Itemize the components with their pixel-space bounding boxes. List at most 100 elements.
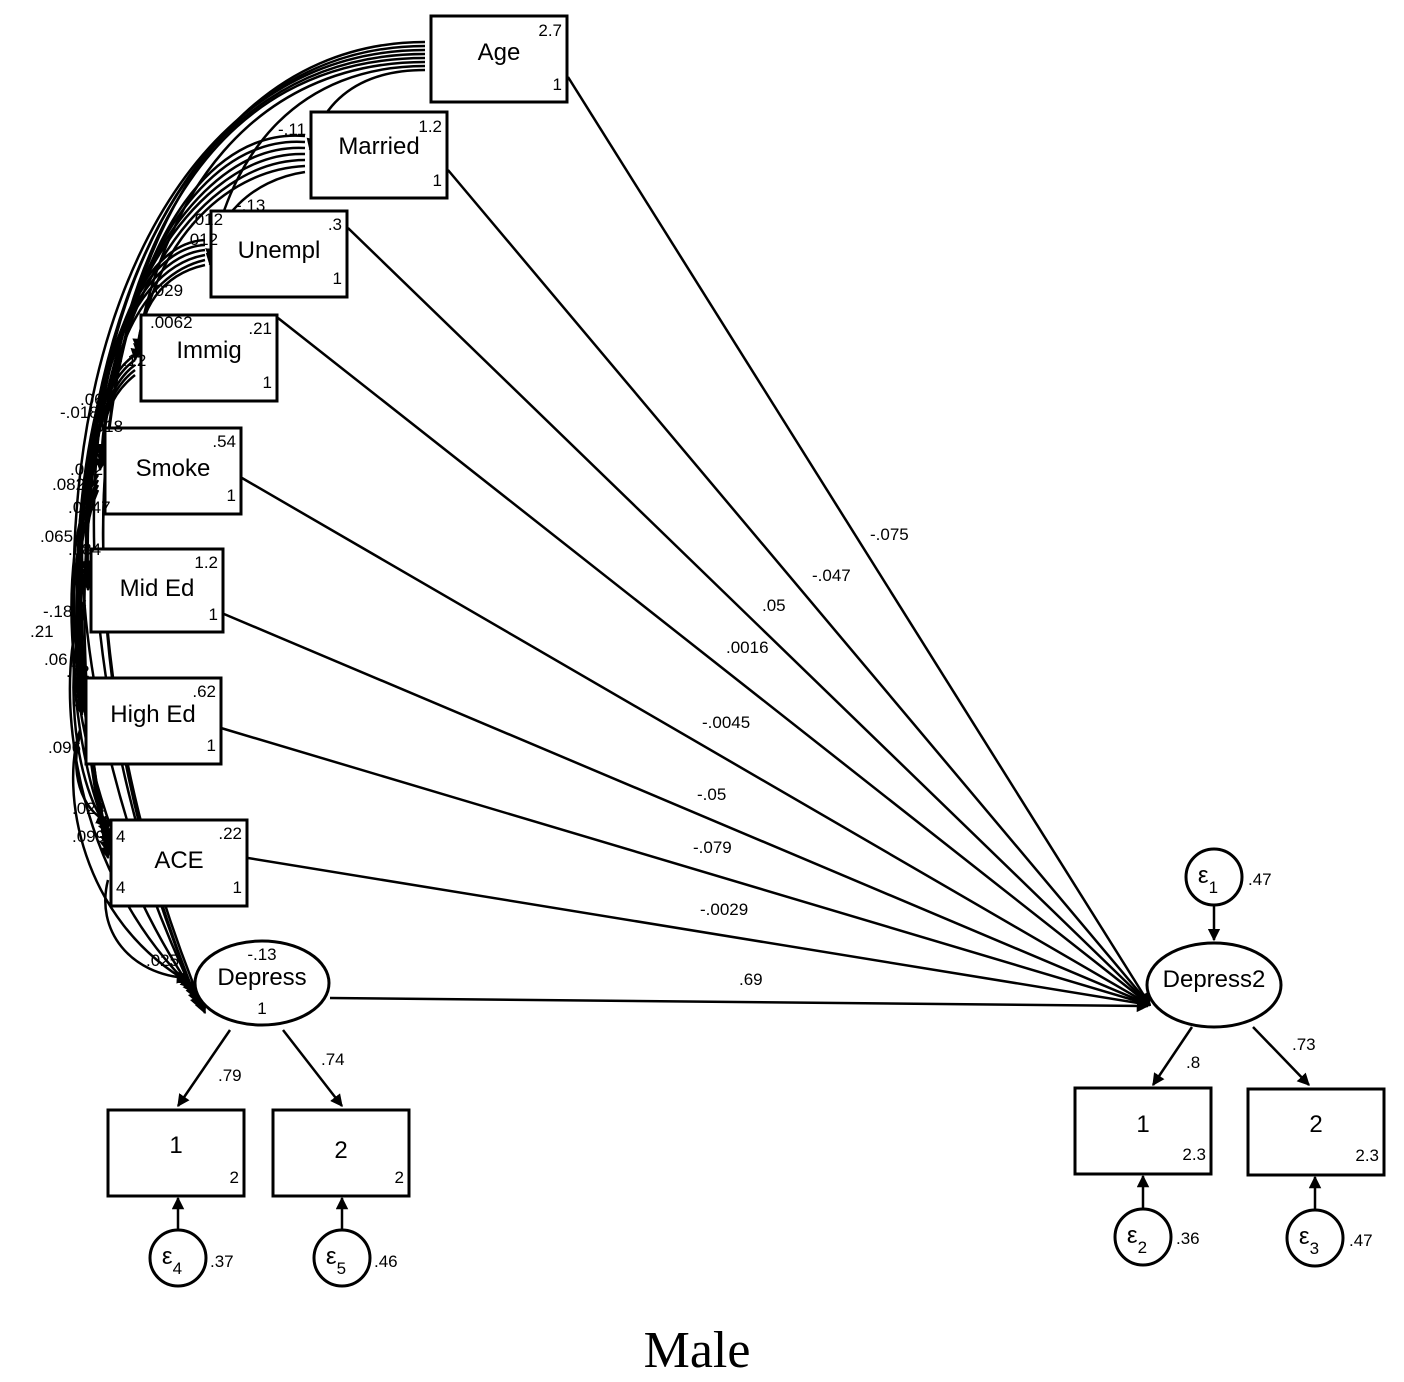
intercept-depress-ind2: 2 xyxy=(395,1168,404,1187)
variance-highed: 1 xyxy=(207,736,216,755)
coef-married: -.047 xyxy=(812,566,851,585)
error-e3-variance: .47 xyxy=(1349,1231,1373,1250)
error-circle-e3 xyxy=(1285,1208,1345,1268)
cov-arc-mided-depress xyxy=(68,599,193,989)
box-ace xyxy=(109,818,249,908)
error-circle-e4 xyxy=(148,1228,208,1288)
label-depress2: Depress2 xyxy=(1163,966,1266,993)
box-unempl xyxy=(209,209,349,299)
cov-label: .0047 xyxy=(68,498,111,517)
cov-label: .012 xyxy=(185,230,218,249)
cov-label: 4 xyxy=(116,878,125,897)
ellipse-depress2 xyxy=(1145,941,1283,1029)
box-mided xyxy=(89,547,225,634)
loading-depress-ind2 xyxy=(282,1029,343,1107)
cov-label: -.018 xyxy=(60,403,99,422)
cov-label: .096 xyxy=(48,738,81,757)
cov-label: -.11 xyxy=(278,120,306,139)
intercept-depress-ind1: 2 xyxy=(230,1168,239,1187)
label-depress2-ind1: 1 xyxy=(1136,1111,1149,1138)
coef-loading-depress2-ind2: .73 xyxy=(1292,1035,1316,1054)
variance-married: 1 xyxy=(433,171,442,190)
coef-mided: -.05 xyxy=(697,785,726,804)
error-e2-symbol: ε2 xyxy=(1127,1222,1147,1257)
figure-caption: Male xyxy=(644,1322,751,1379)
cov-arc-mided-ace xyxy=(72,604,109,829)
variance-immig: 1 xyxy=(263,373,272,392)
coef-smoke: -.0045 xyxy=(702,713,750,732)
path-smoke-depress2 xyxy=(241,476,1152,1007)
cov-label: .099 xyxy=(72,827,105,846)
label-mided: Mid Ed xyxy=(120,575,195,602)
label-depress-ind2: 2 xyxy=(334,1137,347,1164)
cov-label: .022 xyxy=(70,460,103,479)
cov-label: 4 xyxy=(116,827,125,846)
label-immig: Immig xyxy=(176,337,241,364)
path-highed-depress2 xyxy=(220,726,1152,1008)
intercept-smoke: .54 xyxy=(212,432,236,451)
cov-label: -.13 xyxy=(236,196,265,215)
coef-depress-depress2: .69 xyxy=(739,970,763,989)
cov-label: .082 xyxy=(52,475,85,494)
box-depress2-ind2 xyxy=(1246,1087,1386,1177)
error-e1-variance: .47 xyxy=(1248,870,1272,889)
cov-label: .065 xyxy=(40,527,73,546)
cov-label: .72 xyxy=(66,662,90,681)
label-married: Married xyxy=(338,133,419,160)
loading-depress2-ind1 xyxy=(1151,1026,1194,1087)
variance-age: 1 xyxy=(553,75,562,94)
measurement-paths xyxy=(171,905,1322,1230)
error-e5-symbol: ε5 xyxy=(326,1243,346,1278)
intercept-married: 1.2 xyxy=(418,117,442,136)
intercept-ace: .22 xyxy=(218,824,242,843)
intercept-depress2-ind2: 2.3 xyxy=(1355,1146,1379,1165)
path-mided-depress2 xyxy=(223,612,1152,1007)
cov-label: .024 xyxy=(72,799,105,818)
variance-mided: 1 xyxy=(209,605,218,624)
error-circle-e1 xyxy=(1184,847,1244,907)
error-e1-symbol: ε1 xyxy=(1198,862,1218,897)
coef-age: -.075 xyxy=(870,525,909,544)
cov-label: -.12 xyxy=(117,351,146,370)
error-e2-variance: .36 xyxy=(1176,1229,1200,1248)
box-depress2-ind1 xyxy=(1073,1086,1213,1176)
coef-highed: -.079 xyxy=(693,838,732,857)
variance-depress: 1 xyxy=(257,999,266,1018)
variance-ace: 1 xyxy=(233,878,242,897)
label-age: Age xyxy=(478,39,521,66)
cov-arc-immig-smoke xyxy=(95,374,136,457)
coef-immig: .0016 xyxy=(726,638,769,657)
box-age xyxy=(429,14,569,104)
label-smoke: Smoke xyxy=(136,455,211,482)
coef-ace: -.0029 xyxy=(700,900,748,919)
path-married-depress2 xyxy=(447,169,1151,1006)
intercept-mided: 1.2 xyxy=(194,553,218,572)
error-e4-variance: .37 xyxy=(210,1252,234,1271)
coef-loading-depress2-ind1: .8 xyxy=(1186,1053,1200,1072)
box-smoke xyxy=(103,426,243,516)
cov-arc-ace-depress xyxy=(104,879,190,984)
cov-label: .018 xyxy=(90,417,123,436)
cov-arc-highed-ace xyxy=(74,734,110,824)
error-e3-symbol: ε3 xyxy=(1299,1223,1319,1258)
latent-variables xyxy=(148,847,1345,1288)
box-depress-ind1 xyxy=(106,1108,246,1198)
error-e4-symbol: ε4 xyxy=(162,1243,182,1278)
label-depress-ind1: 1 xyxy=(169,1132,182,1159)
cov-label: .084 xyxy=(68,540,101,559)
path-ace-depress2 xyxy=(247,856,1152,1010)
cov-label: .012 xyxy=(190,210,223,229)
coef-unempl: .05 xyxy=(762,596,786,615)
path-immig-depress2 xyxy=(277,317,1151,1006)
observed-variables xyxy=(84,14,1386,1198)
ellipse-depress xyxy=(193,939,331,1027)
cov-label: .21 xyxy=(30,622,54,641)
label-ace: ACE xyxy=(154,847,203,874)
cov-arc-highed-depress xyxy=(71,729,192,985)
path-age-depress2 xyxy=(566,76,1152,1007)
label-highed: High Ed xyxy=(110,701,195,728)
variance-smoke: 1 xyxy=(227,486,236,505)
cov-arc-unempl-immig xyxy=(132,263,206,352)
box-highed xyxy=(84,676,223,766)
